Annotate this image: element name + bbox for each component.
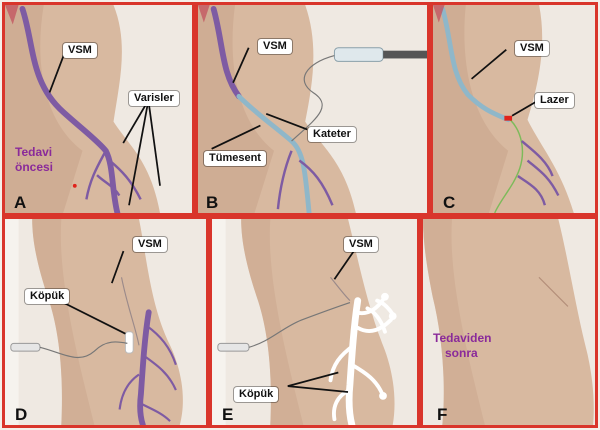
kopuk-label: Köpük xyxy=(234,387,278,402)
lazer-label: Lazer xyxy=(535,93,574,108)
panel-letter: C xyxy=(443,193,455,213)
kopuk-label: Köpük xyxy=(25,289,69,304)
panel-e: VSM Köpük E xyxy=(209,216,420,428)
panel-b: VSM Kateter Tümesent B xyxy=(195,2,430,216)
leg-illustration xyxy=(5,5,192,213)
tumesent-label: Tümesent xyxy=(204,151,266,166)
leg-illustration xyxy=(198,5,427,213)
vsm-label: VSM xyxy=(133,237,167,252)
panel-letter: B xyxy=(206,193,218,213)
vsm-label: VSM xyxy=(515,41,549,56)
vsm-label: VSM xyxy=(258,39,292,54)
varisler-label: Varisler xyxy=(129,91,179,106)
leg-illustration xyxy=(433,5,595,213)
panel-letter: E xyxy=(222,405,233,425)
panel-c: VSM Lazer C xyxy=(430,2,598,216)
panel-letter: D xyxy=(15,405,27,425)
leg-illustration xyxy=(423,219,595,425)
after-treatment-caption: Tedaviden sonra xyxy=(433,331,491,361)
vsm-label: VSM xyxy=(63,43,97,58)
before-treatment-caption: Tedavi öncesi xyxy=(15,145,53,175)
panel-f: Tedaviden sonra F xyxy=(420,216,598,428)
panel-letter: F xyxy=(437,405,447,425)
vsm-label: VSM xyxy=(344,237,378,252)
panel-a: VSM Varisler Tedavi öncesi A xyxy=(2,2,195,216)
panel-letter: A xyxy=(14,193,26,213)
leg-illustration xyxy=(5,219,206,425)
panel-d: VSM Köpük D xyxy=(2,216,209,428)
kateter-label: Kateter xyxy=(308,127,356,142)
